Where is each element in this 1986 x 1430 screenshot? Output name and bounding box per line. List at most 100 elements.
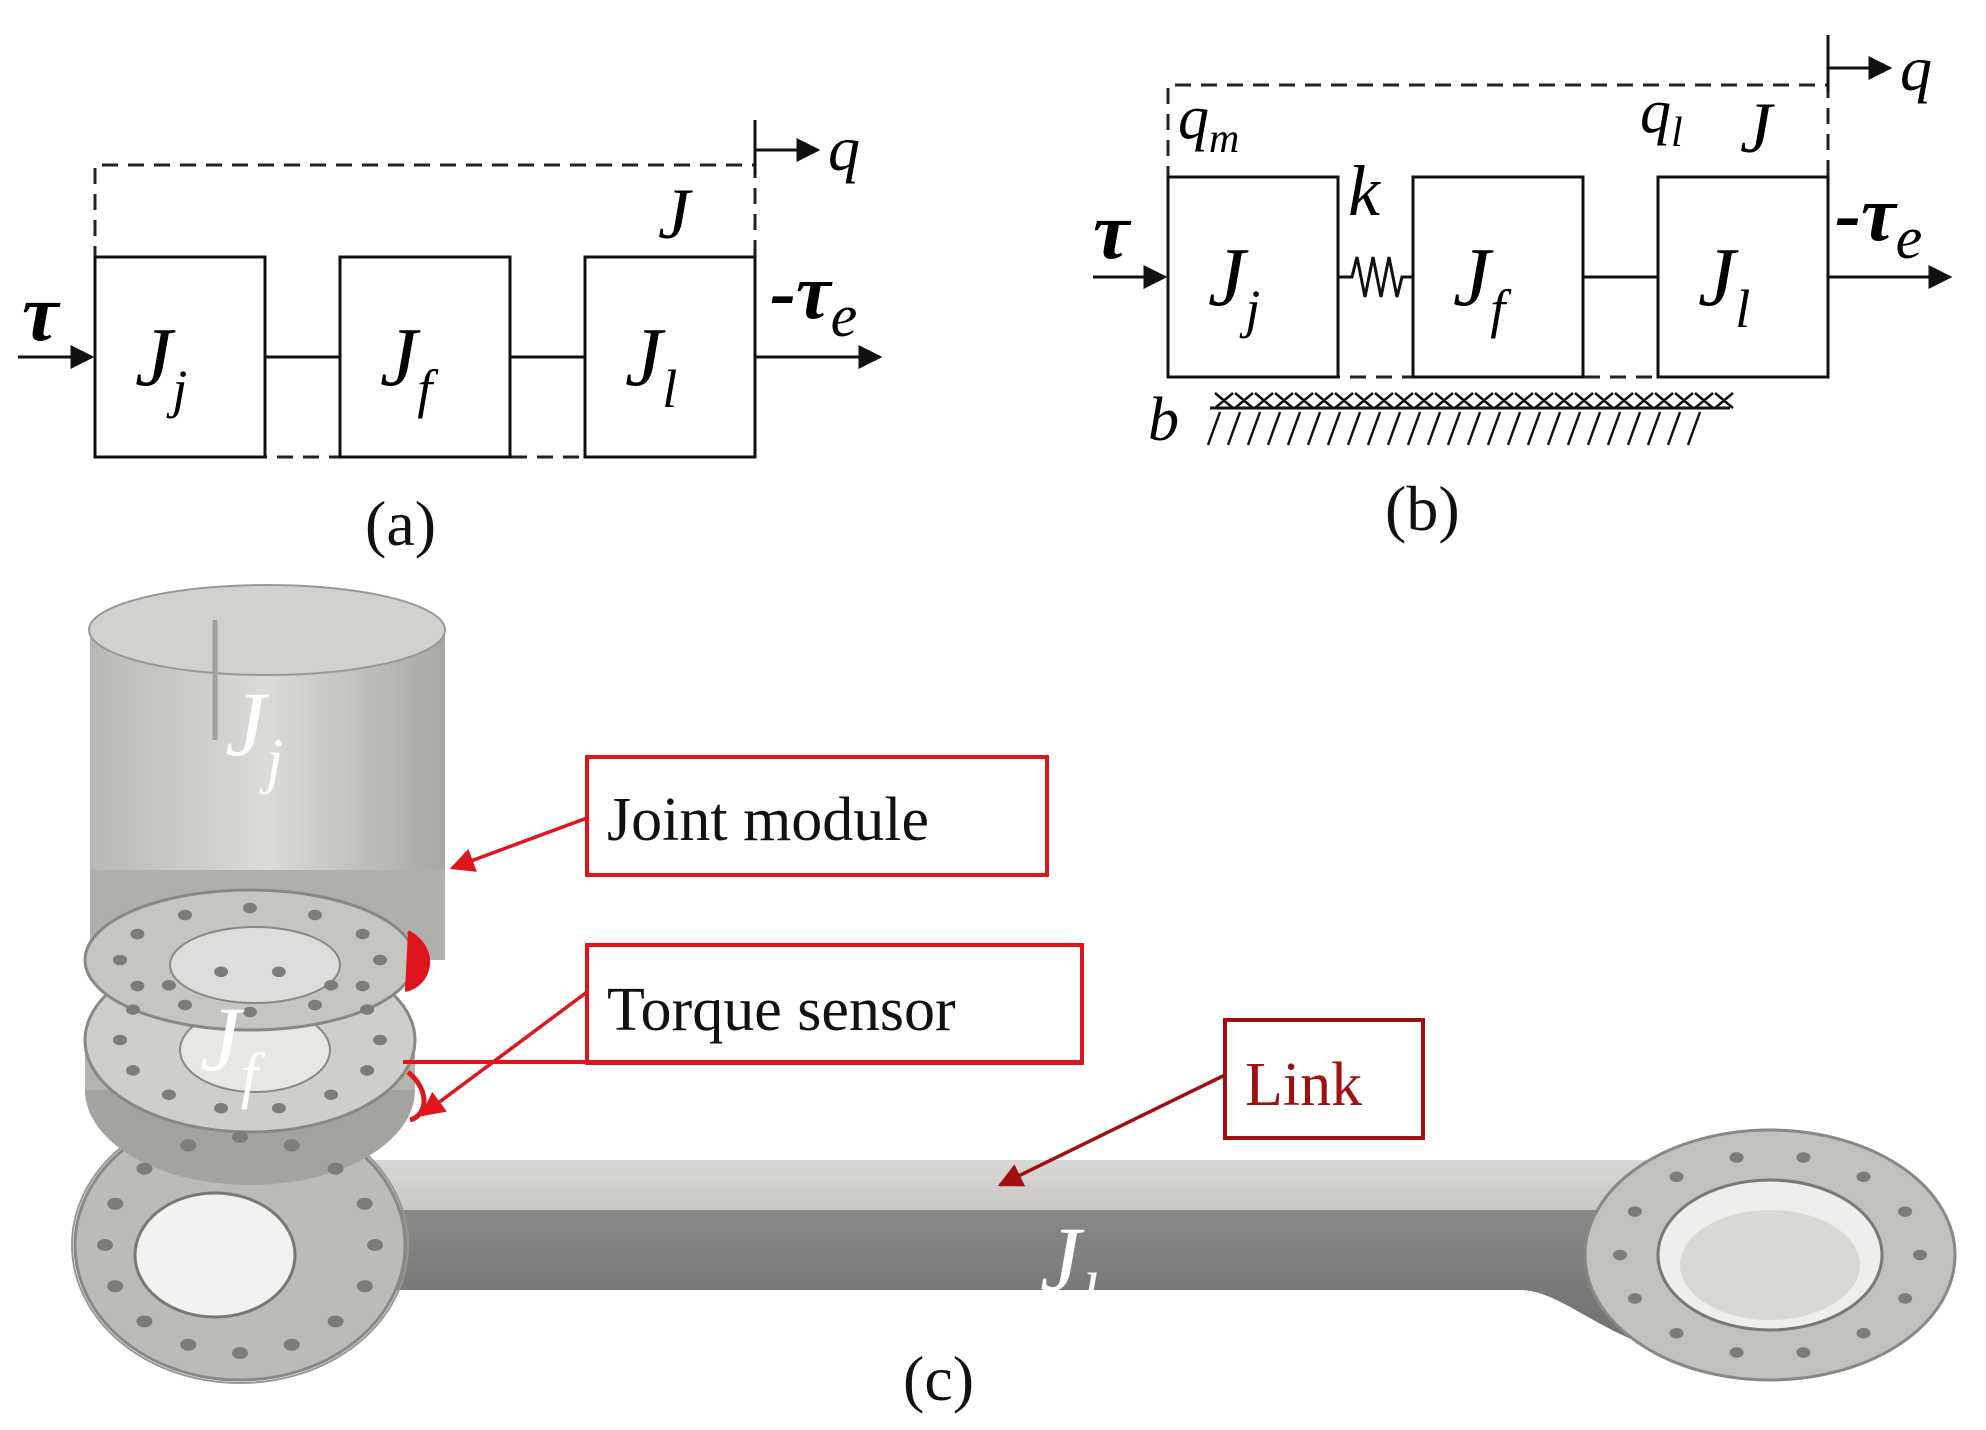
panel-b-block-link-label: Jl — [1698, 231, 1750, 339]
panel-a-block-sensor — [338, 255, 512, 459]
flange-bolt-holes — [97, 902, 1927, 1359]
bolt-hole — [1627, 1206, 1642, 1217]
bolt-hole — [373, 954, 387, 966]
bolt-hole — [107, 1197, 124, 1210]
panel-b-spring — [1338, 256, 1413, 298]
bolt-hole — [1669, 1327, 1684, 1339]
bolt-hole — [1796, 1152, 1811, 1163]
bolt-hole — [1796, 1347, 1811, 1358]
bolt-hole — [107, 1280, 124, 1293]
panel-c-label-link: Jl — [1040, 1208, 1098, 1330]
bolt-hole — [214, 1102, 229, 1114]
bolt-hole — [1729, 1152, 1744, 1163]
panel-b-dashed-frame — [1166, 83, 1830, 182]
panel-a: q J τ Jj Jf Jl -τe (a) — [18, 113, 883, 559]
panel-b-block-link — [1656, 175, 1830, 379]
panel-c: Jj Jf Jl Joint module Torque sensor Link… — [71, 584, 1957, 1414]
bolt-hole — [1627, 1293, 1642, 1304]
panel-a-group-label: J — [658, 174, 693, 254]
panel-b-damping-ground — [1206, 392, 1734, 446]
panel-b-block-joint — [1166, 175, 1340, 379]
panel-b-block-sensor — [1411, 175, 1585, 379]
bolt-hole — [271, 1102, 286, 1114]
panel-a-block-link — [583, 255, 757, 459]
bolt-hole — [125, 1004, 140, 1015]
bolt-hole — [355, 980, 370, 992]
bolt-hole — [1898, 1293, 1913, 1304]
callout-link-arrow — [997, 1073, 1226, 1187]
panel-a-caption: (a) — [365, 488, 436, 559]
panel-c-label-joint: Jj — [225, 673, 283, 795]
bolt-hole — [178, 909, 192, 921]
bolt-hole — [180, 1338, 197, 1351]
bolt-hole — [178, 999, 192, 1011]
panel-a-output-label: -τe — [770, 248, 857, 349]
bolt-hole — [161, 1089, 176, 1100]
bolt-hole — [360, 1004, 375, 1015]
callout-sensor-bracket — [403, 1060, 1082, 1064]
bolt-hole — [97, 1239, 113, 1251]
bolt-hole — [308, 909, 322, 921]
panel-a-input-symbol: τ — [22, 267, 61, 358]
bolt-hole — [271, 966, 286, 978]
panel-a-block-link-label: Jl — [625, 311, 677, 419]
panel-c-caption: (c) — [903, 1343, 974, 1414]
bolt-hole — [283, 1139, 300, 1152]
callout-sensor-text: Torque sensor — [607, 976, 956, 1044]
panel-a-block-joint — [93, 255, 267, 459]
panel-b-block-joint-label: Jj — [1208, 231, 1260, 339]
callout-joint-bracket — [404, 930, 430, 992]
panel-b-damping-label: b — [1148, 386, 1179, 454]
bolt-hole — [136, 1162, 153, 1175]
panel-a-dashed-frame — [93, 163, 757, 262]
joint-module-body — [83, 584, 446, 1032]
bolt-hole — [355, 928, 370, 940]
bolt-hole — [360, 1065, 375, 1076]
bolt-hole — [113, 1034, 127, 1046]
bolt-hole — [214, 966, 229, 978]
panel-b-block-sensor-label: Jf — [1453, 231, 1512, 339]
panel-b-spring-label: k — [1348, 151, 1382, 231]
bolt-hole — [130, 980, 145, 992]
bolt-hole — [232, 1347, 248, 1359]
bolt-hole — [1913, 1249, 1927, 1261]
link-arm — [71, 1106, 1957, 1384]
panel-b: q qm ql J τ k Jj Jf Jl -τe — [1093, 33, 1953, 544]
callout-link-box — [1223, 1018, 1425, 1140]
bolt-hole — [373, 1034, 387, 1046]
bolt-hole — [1856, 1171, 1871, 1183]
callout-link-text: Link — [1245, 1051, 1362, 1119]
callout-joint-arrow — [449, 816, 588, 872]
bolt-hole — [324, 1089, 339, 1100]
bolt-hole — [125, 1065, 140, 1076]
bolt-hole — [308, 999, 322, 1011]
panel-a-block-joint-label: Jj — [135, 311, 187, 419]
bolt-hole — [1856, 1327, 1871, 1339]
bolt-hole — [1613, 1249, 1627, 1261]
bolt-hole — [136, 1315, 153, 1328]
bolt-hole — [1729, 1347, 1744, 1358]
panel-a-q-label: q — [828, 113, 860, 184]
bolt-hole — [356, 1280, 373, 1293]
panel-b-output-label: -τe — [1835, 170, 1922, 271]
bolt-hole — [113, 954, 127, 966]
bolt-hole — [327, 1315, 344, 1328]
panel-b-link-pos: ql — [1640, 78, 1683, 156]
bolt-hole — [367, 1239, 383, 1251]
panel-b-input-symbol: τ — [1093, 185, 1132, 276]
panel-b-caption: (b) — [1385, 473, 1460, 544]
bolt-hole — [327, 1162, 344, 1175]
bolt-hole — [180, 1139, 197, 1152]
callout-joint-text: Joint module — [607, 786, 929, 854]
bolt-hole — [161, 980, 176, 991]
bolt-hole — [1898, 1206, 1913, 1217]
callout-sensor-bracket-curve — [406, 1070, 427, 1123]
bolt-hole — [1669, 1171, 1684, 1183]
panel-b-group-label: J — [1740, 88, 1775, 168]
bolt-hole — [324, 980, 339, 991]
panel-b-motor-pos: qm — [1178, 84, 1239, 162]
bolt-hole — [243, 1006, 257, 1018]
bolt-hole — [243, 902, 257, 914]
bolt-hole — [356, 1197, 373, 1210]
